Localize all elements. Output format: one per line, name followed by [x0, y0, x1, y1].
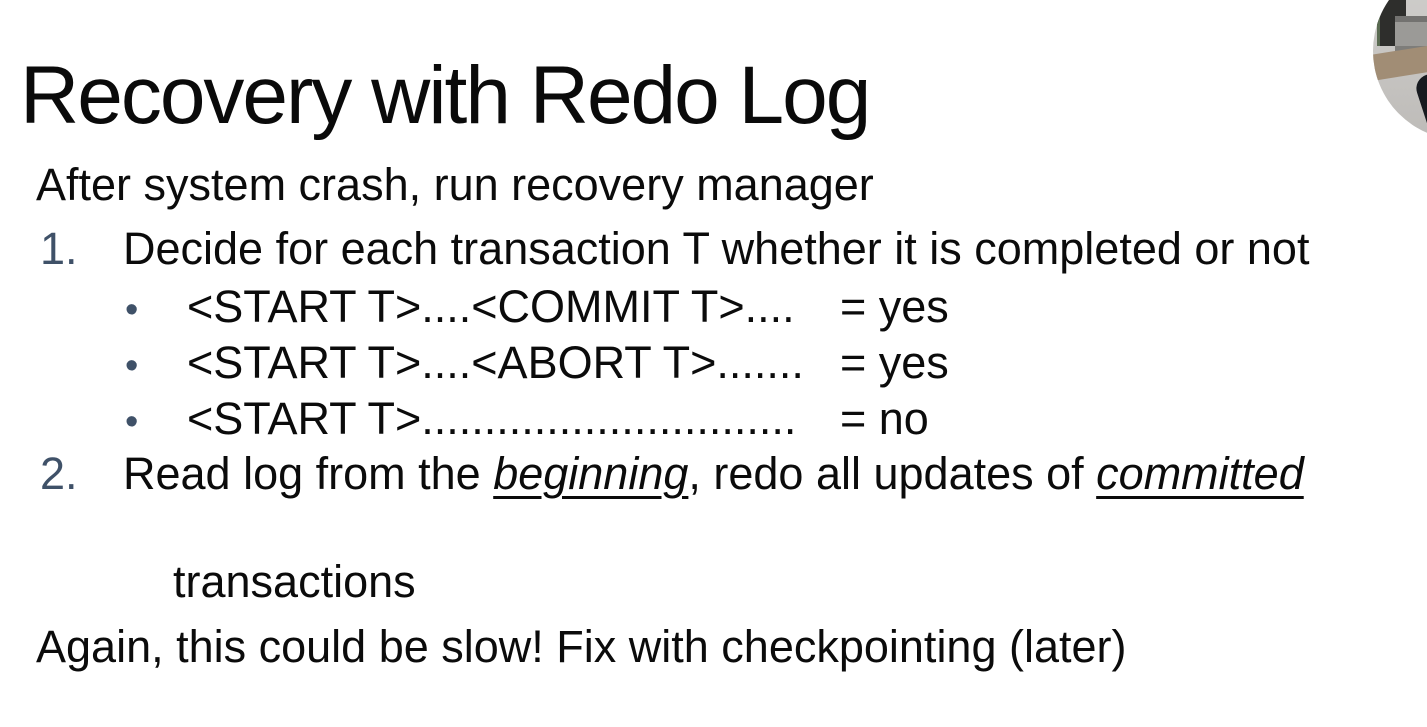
slide-title: Recovery with Redo Log [20, 49, 871, 141]
numbered-item-2: 2. Read log from the beginning, redo all… [0, 447, 1427, 609]
log-result-commit: = yes [840, 281, 949, 332]
item-2-number: 2. [40, 448, 78, 499]
log-result-incomplete: = no [840, 393, 929, 444]
bullet-row-incomplete: • <START T>.............................… [0, 392, 1427, 608]
item-2-text-mid: , redo all updates of [688, 448, 1097, 499]
log-pattern-abort: <START T>....<ABORT T>....... [187, 337, 804, 388]
footer-text: Again, this could be slow! Fix with chec… [36, 621, 1127, 672]
bullet-row-commit: • <START T>....<COMMIT T>.... = yes [0, 280, 1427, 496]
webcam-overlay [1373, 0, 1427, 140]
item-2-text-line2: transactions [173, 556, 416, 607]
log-result-abort: = yes [840, 337, 949, 388]
intro-text: After system crash, run recovery manager [36, 159, 874, 210]
bullet-icon: • [125, 401, 139, 443]
numbered-item-1: 1. Decide for each transaction T whether… [0, 222, 1427, 384]
bullet-icon: • [125, 345, 139, 387]
bullet-row-abort: • <START T>....<ABORT T>....... = yes [0, 336, 1427, 552]
item-1-text: Decide for each transaction T whether it… [123, 223, 1310, 274]
bullet-icon: • [125, 289, 139, 331]
item-2-text-pre: Read log from the [123, 448, 494, 499]
emphasis-beginning: beginning [493, 448, 689, 499]
item-1-number: 1. [40, 223, 78, 274]
item-2-text: Read log from the beginning, redo all up… [123, 447, 1423, 663]
log-pattern-commit: <START T>....<COMMIT T>.... [187, 281, 795, 332]
emphasis-committed: committed [1096, 448, 1304, 499]
log-pattern-incomplete: <START T>.............................. [187, 393, 797, 444]
